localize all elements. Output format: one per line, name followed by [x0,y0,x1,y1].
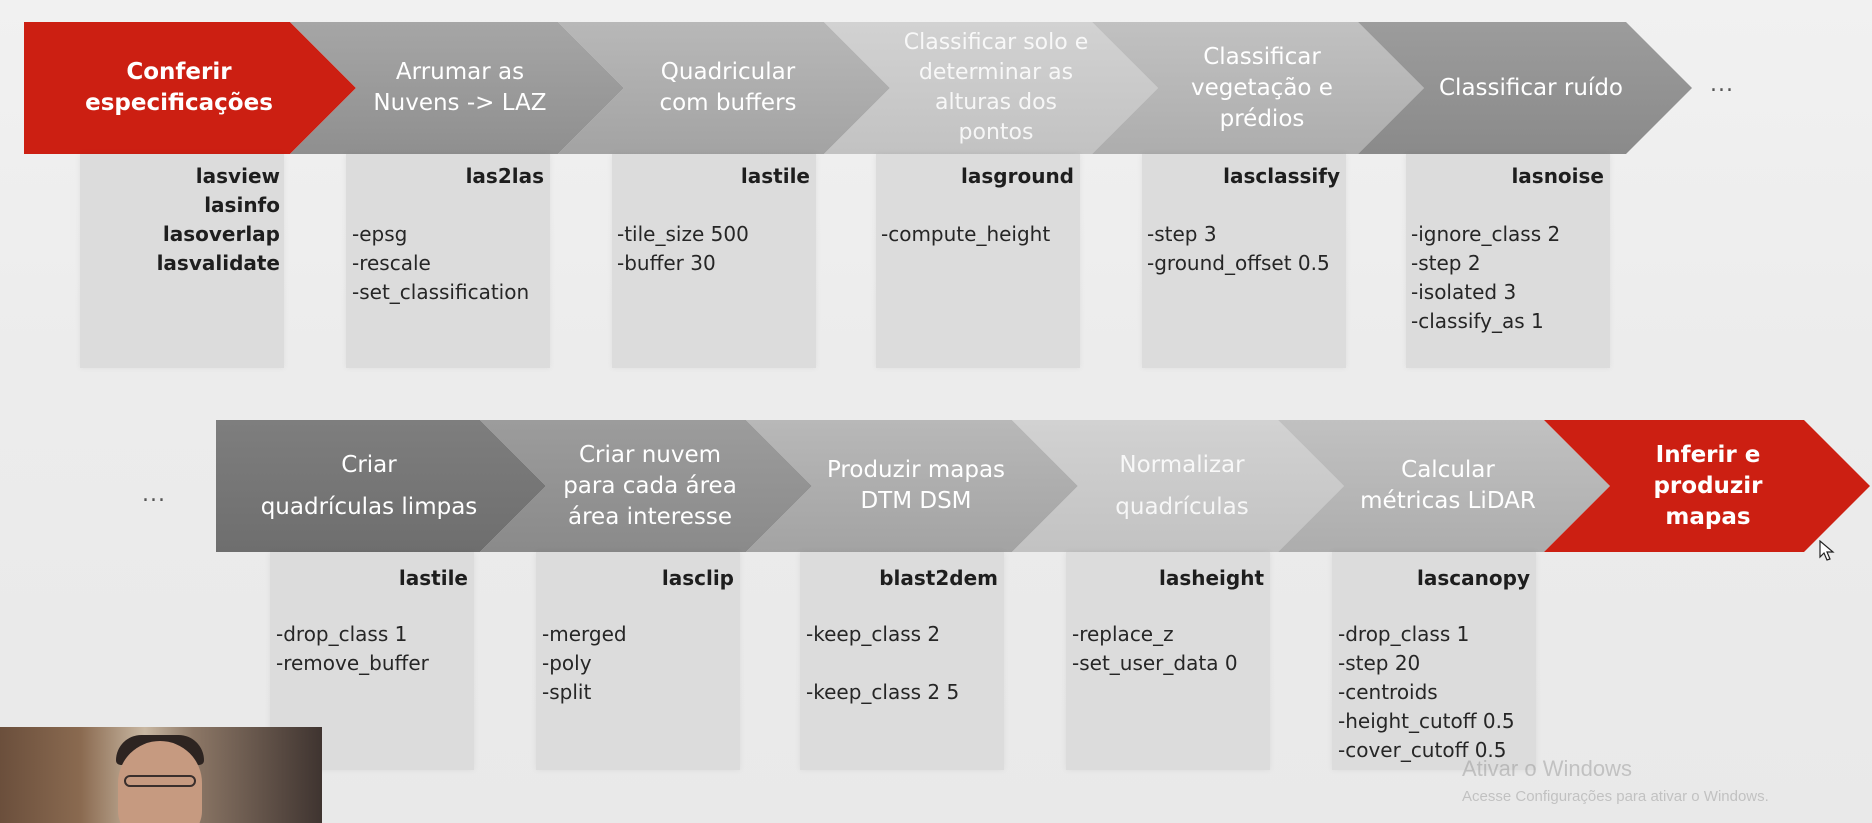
step-arrow-criar-quadriculas [216,420,546,552]
presenter-face [118,741,202,823]
step-arrow-classificar-vegetacao [1092,22,1424,154]
tool-name: lasnoise [1511,164,1604,188]
step-arrow-produzir-mapas [746,420,1078,552]
presenter-glasses [124,775,196,787]
tool-name: blast2dem [879,566,998,590]
detail-box-5 [1142,154,1346,368]
tool-name: lasclip [661,566,734,590]
detail-box-3 [612,154,816,368]
step-label: Quadricular com buffers [659,59,797,116]
step-arrow-calcular [1278,420,1610,552]
step-arrow-classificar-ruido [1358,22,1692,154]
step-label: Classificar solo e determinar as alturas… [903,30,1089,145]
step-label: Normalizar quadrículas [1115,452,1249,520]
continuation-ellipsis: ... [142,482,166,507]
detail-box-6 [1406,154,1610,368]
step-label: Produzir mapas DTM DSM [826,457,1006,514]
webcam-video [0,727,322,823]
detail-box-10 [1066,552,1270,770]
tool-params: -tile_size 500 -buffer 30 [617,222,749,275]
continuation-ellipsis: ... [1710,72,1734,97]
tool-name: lasheight [1158,566,1264,590]
tool-name: lasclassify [1223,164,1340,188]
step-arrow-quadricular [558,22,890,154]
step-label: Criar nuvem para cada área área interess… [563,441,737,530]
detail-box-9 [800,552,1004,770]
step-label: Calcular métricas LiDAR [1360,457,1536,514]
windows-activation-title: Ativar o Windows [1462,756,1632,781]
mouse-cursor-icon [1819,540,1835,561]
detail-box-2 [346,154,550,368]
tool-name: las2las [465,164,544,188]
step-label: Conferir especificações [85,59,273,116]
tool-name: lastile [398,566,468,590]
step-label: Classificar ruído [1439,74,1623,101]
step-label: Arrumar as Nuvens -> LAZ [373,59,547,116]
windows-activation-subtitle: Acesse Configurações para ativar o Windo… [1462,788,1769,805]
detail-box-8 [536,552,740,770]
tool-params: -keep_class 2 -keep_class 2 5 [806,622,960,704]
tool-params: -ignore_class 2 -step 2 -isolated 3 -cla… [1411,222,1561,333]
step-label: Classificar vegetação e prédios [1191,43,1333,132]
tool-params: -merged -poly -split [542,622,627,704]
detail-box-4 [876,154,1080,368]
tool-params: -step 3 -ground_offset 0.5 [1147,222,1330,275]
step-arrow-criar-nuvem [480,420,812,552]
step-label: Criar quadrículas limpas [260,452,478,520]
tool-params: -drop_class 1 -remove_buffer [276,622,429,675]
tool-params: -drop_class 1 -step 20 -centroids -heigh… [1338,622,1515,762]
step-arrow-conferir [24,22,356,154]
detail-box-1 [80,154,284,368]
tool-name: lascanopy [1417,566,1530,590]
step-label: Inferir e produzir mapas [1653,441,1763,530]
tool-params: -compute_height [881,222,1051,246]
step-arrow-arrumar [290,22,624,154]
step-arrow-classificar-solo [824,22,1158,154]
tool-name: lasground [961,164,1074,188]
tool-params: -epsg -rescale -set_classification [352,222,530,304]
step-arrow-inferir [1544,420,1870,552]
detail-box-11 [1332,552,1536,770]
tool-name: lasview lasinfo lasoverlap lasvalidate [156,164,280,275]
tool-params: -replace_z -set_user_data 0 [1072,622,1238,675]
step-arrow-normalizar [1012,420,1344,552]
tool-name: lastile [740,164,810,188]
